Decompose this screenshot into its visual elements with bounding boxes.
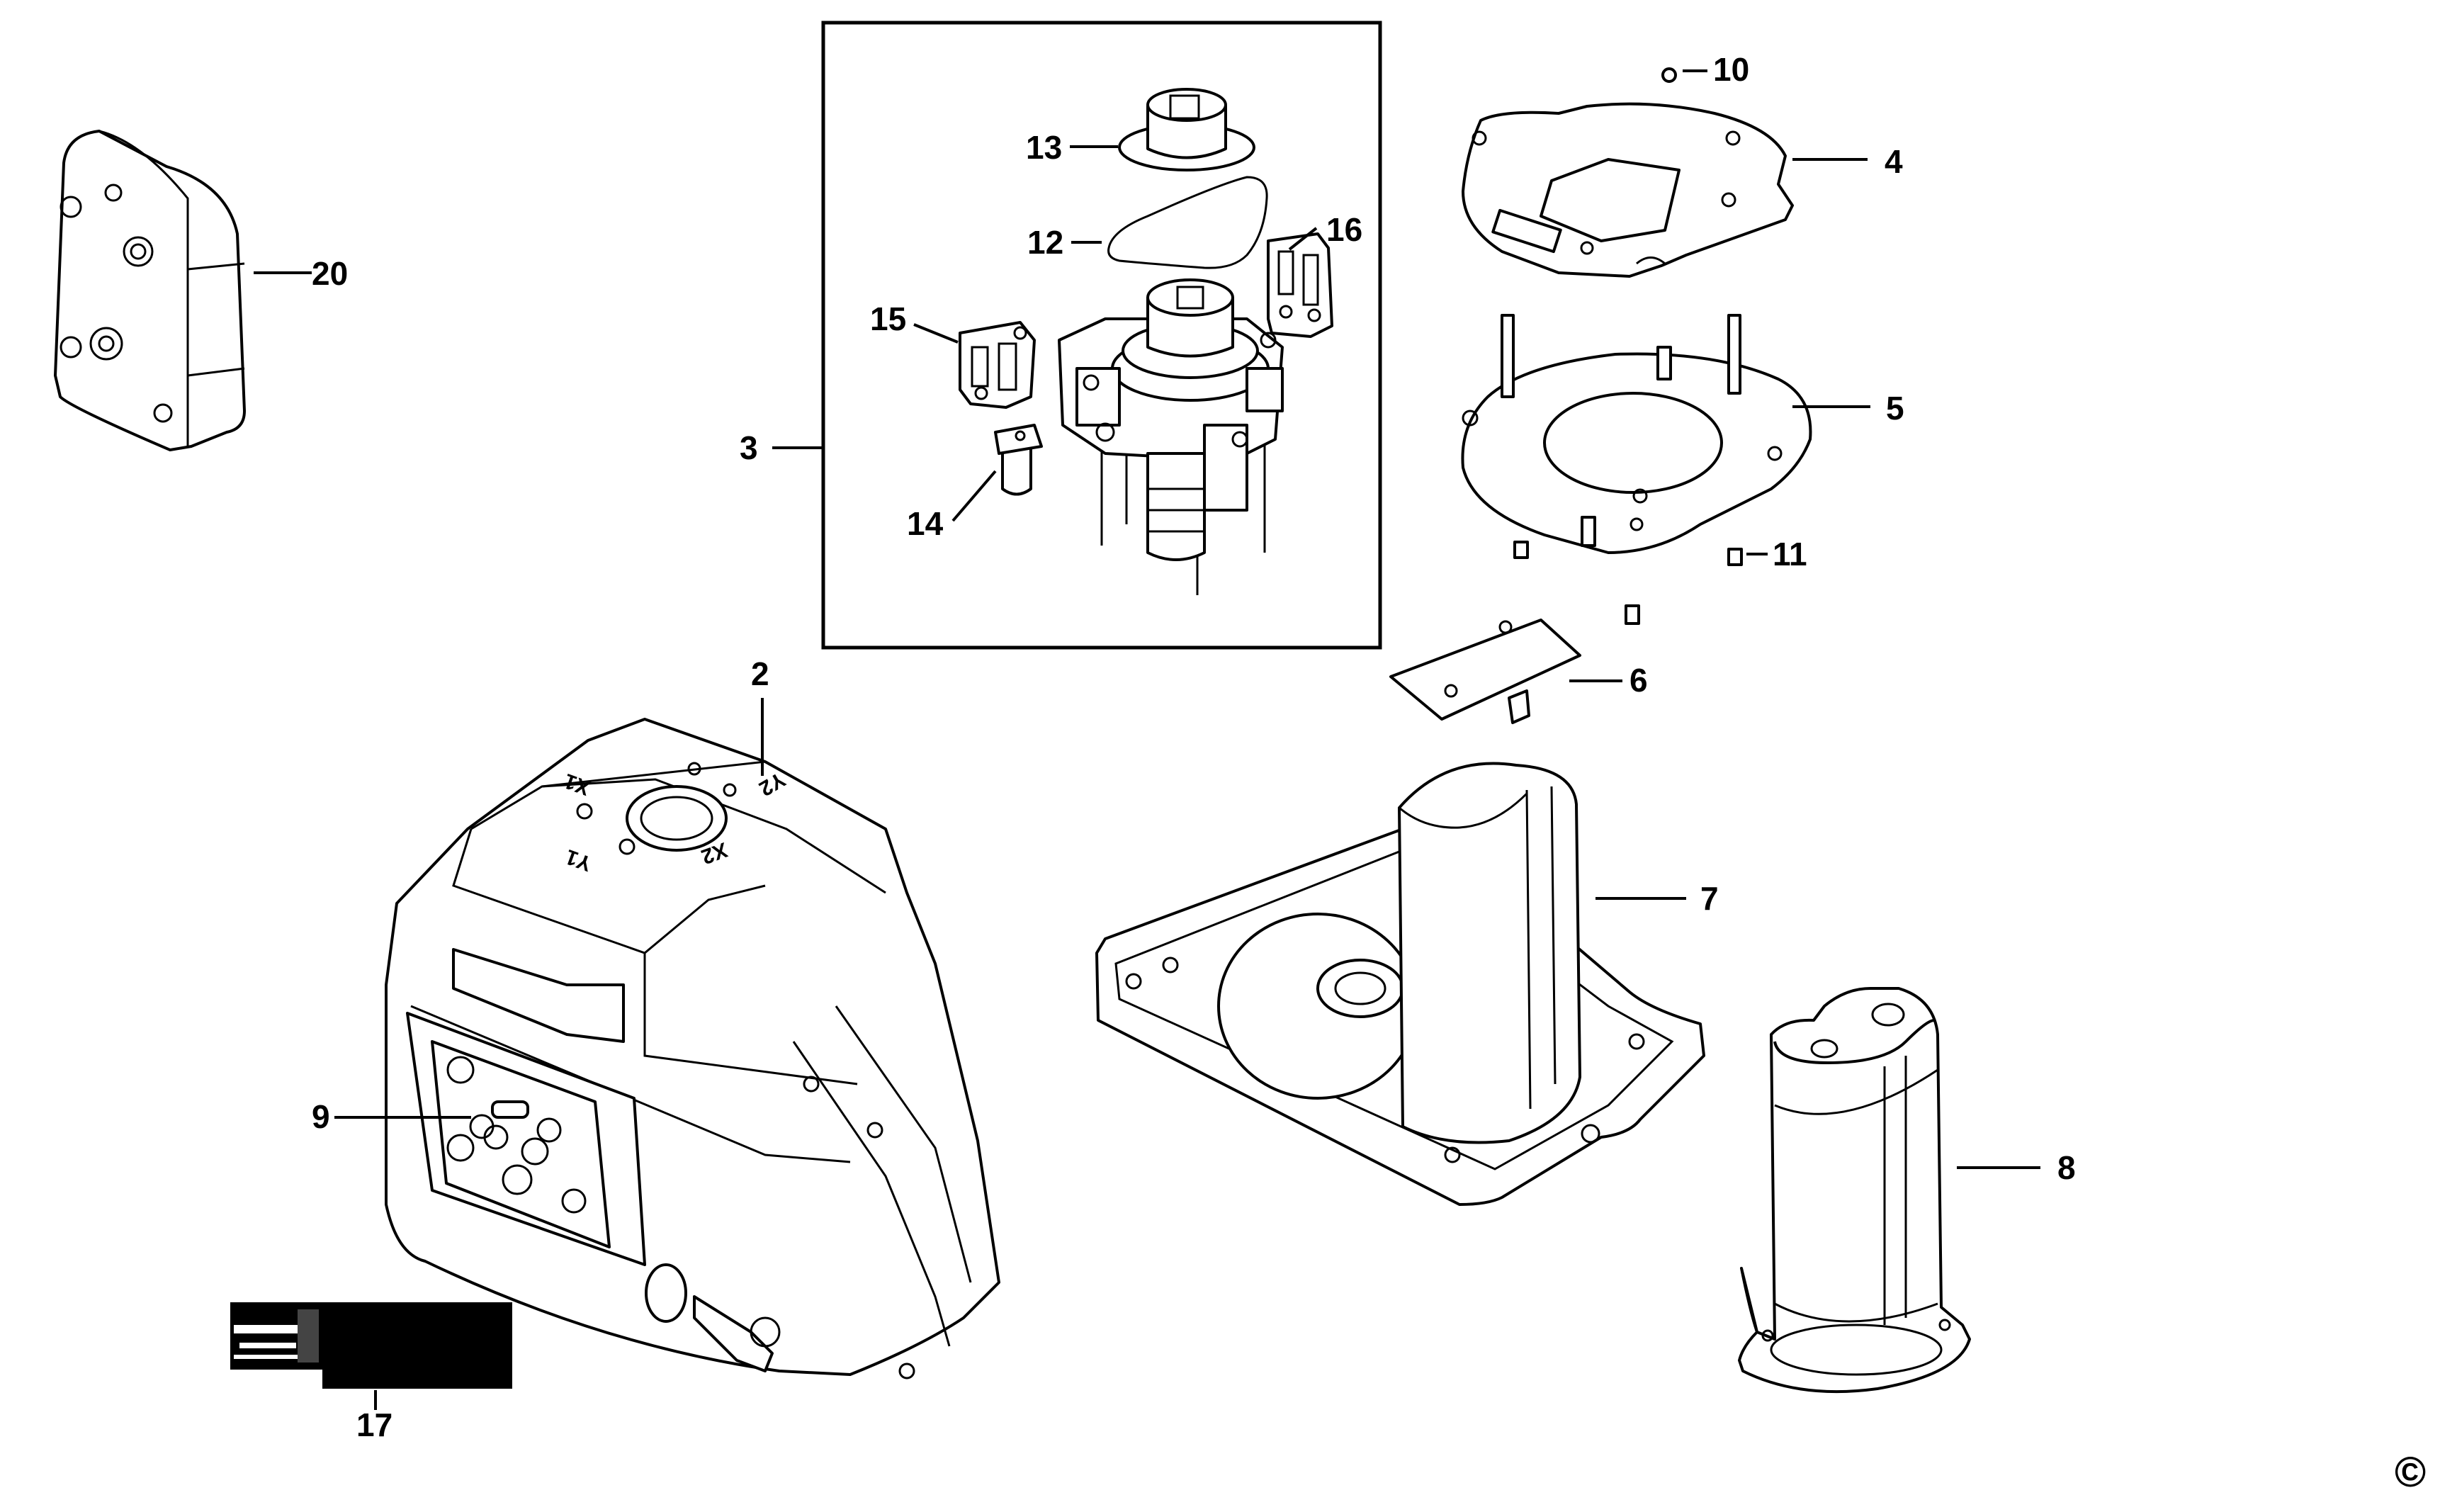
part-20-side-cover: [54, 130, 246, 451]
copyright-symbol: ©: [2395, 1448, 2426, 1496]
callout-labels: 10 4 5 11 6 7 8 20 13 12 16 15 3 14 2 9 …: [312, 51, 2076, 1443]
part-3-rotor-assembly: [1058, 278, 1284, 595]
part-16-sensor: [1267, 232, 1333, 338]
callout-3: 3: [740, 429, 758, 466]
callout-15: 15: [870, 300, 906, 337]
callout-13: 13: [1026, 129, 1062, 166]
callout-11: 11: [1773, 536, 1807, 572]
callout-6: 6: [1630, 662, 1648, 699]
callout-12: 12: [1027, 224, 1063, 261]
part-8-battery-pack: [1738, 987, 1971, 1394]
part-4-circuit-board: [1462, 102, 1794, 278]
callout-14: 14: [907, 505, 944, 542]
callout-16: 16: [1326, 211, 1362, 248]
part-7-base-housing: [1095, 762, 1705, 1206]
part-10-screw: [1661, 67, 1677, 83]
callout-20: 20: [312, 255, 348, 292]
part-12-belt: [1107, 176, 1268, 269]
callout-8: 8: [2057, 1149, 2076, 1186]
part-5-mounting-plate: [1461, 314, 1812, 554]
leader-lines: [254, 69, 2040, 1410]
part-2-main-housing: X1 Y2 Y1 X2: [385, 718, 1000, 1380]
callout-10: 10: [1713, 51, 1749, 88]
callout-2: 2: [751, 655, 769, 692]
part-13-cap: [1118, 88, 1255, 171]
part-17-label: [230, 1302, 512, 1389]
callout-5: 5: [1886, 390, 1904, 427]
part-11-screws: [1513, 541, 1743, 625]
part-6-pcb: [1389, 619, 1581, 724]
callout-4: 4: [1885, 143, 1903, 180]
callout-17: 17: [356, 1406, 392, 1443]
callout-7: 7: [1700, 880, 1719, 917]
assembly-3-frame: [821, 21, 1382, 650]
callout-9: 9: [312, 1098, 330, 1135]
part-14-laser-module: [994, 424, 1043, 496]
part-15-sensor: [959, 321, 1036, 409]
